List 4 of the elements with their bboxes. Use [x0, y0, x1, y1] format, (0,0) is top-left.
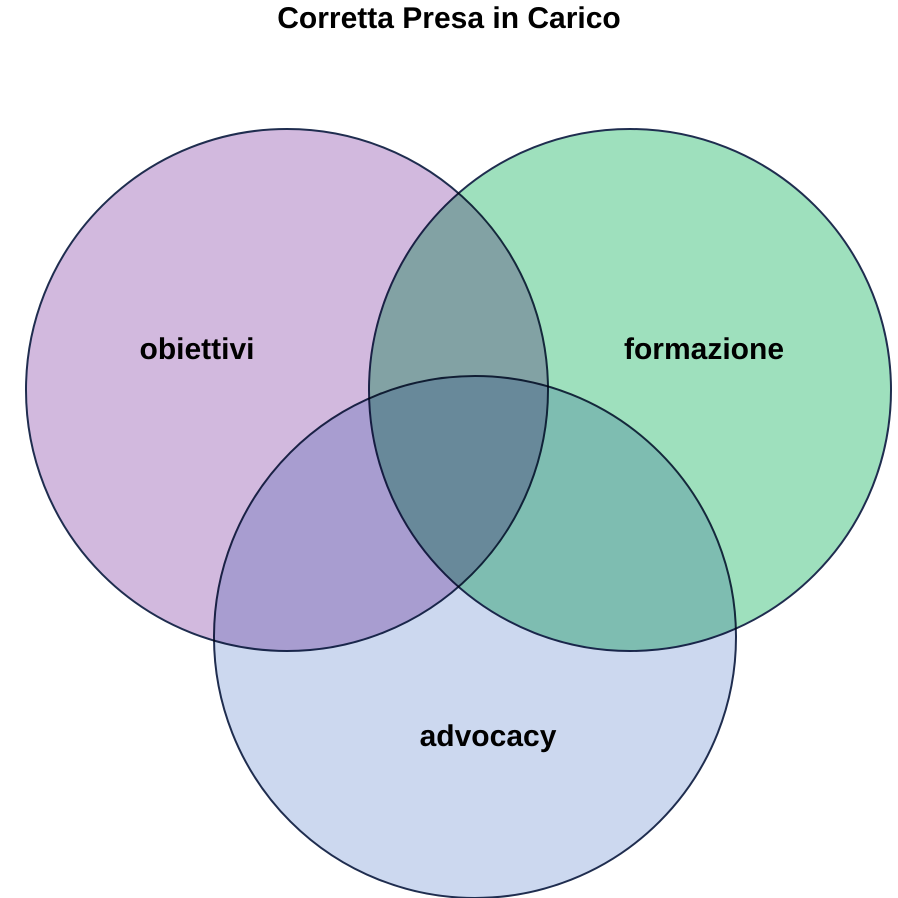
circle-label: formazione — [624, 333, 784, 367]
circle-label: advocacy — [420, 720, 556, 754]
circle-label: obiettivi — [140, 333, 254, 367]
diagram-title: Corretta Presa in Carico — [276, 2, 622, 36]
